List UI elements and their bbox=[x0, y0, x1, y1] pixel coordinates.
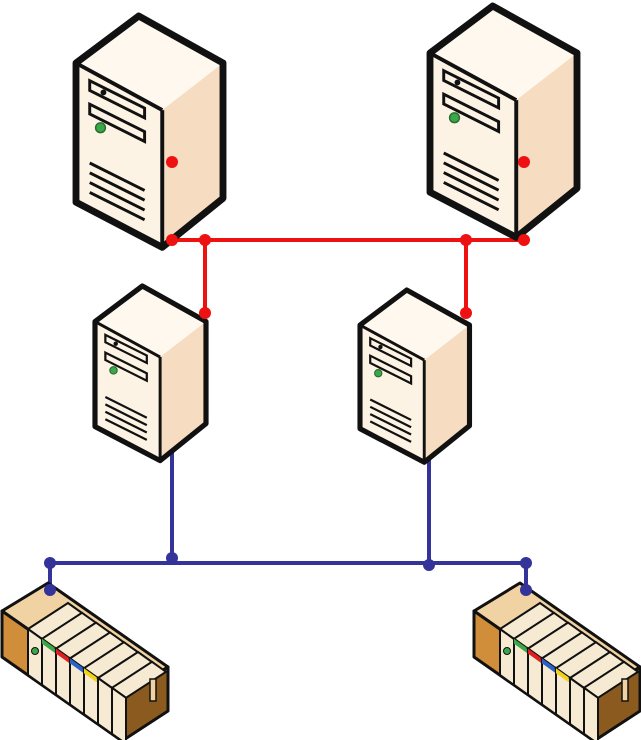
connection-dot bbox=[460, 307, 472, 319]
plc-module-status-stripe bbox=[542, 658, 556, 674]
plc-module-status-stripe bbox=[556, 668, 570, 684]
server-top-left bbox=[76, 16, 223, 247]
server-mid-left bbox=[95, 286, 206, 461]
connection-dot bbox=[166, 552, 178, 564]
connection-dot bbox=[44, 584, 56, 596]
plc-bottom-right bbox=[472, 581, 641, 740]
connection-dot bbox=[166, 156, 178, 168]
connection-dot bbox=[518, 234, 530, 246]
plc-led bbox=[31, 647, 39, 655]
connection-dot bbox=[44, 557, 56, 569]
connection-dot bbox=[199, 234, 211, 246]
plc-module bbox=[27, 627, 43, 687]
plc-module-status-stripe bbox=[84, 668, 98, 684]
connection-dot bbox=[423, 559, 435, 571]
connection-dot bbox=[520, 557, 532, 569]
connection-dot bbox=[520, 584, 532, 596]
plc-connector bbox=[149, 678, 157, 702]
plc-module-status-stripe bbox=[514, 638, 528, 654]
plc-connector bbox=[621, 678, 629, 702]
connection-dot bbox=[518, 156, 530, 168]
connection-dot bbox=[166, 234, 178, 246]
plc-bottom-left bbox=[0, 581, 170, 740]
plc-module bbox=[111, 685, 127, 740]
plc-module bbox=[569, 676, 585, 736]
plc-module-status-stripe bbox=[528, 648, 542, 664]
plc-module-status-stripe bbox=[70, 658, 84, 674]
plc-module-status-stripe bbox=[42, 638, 56, 654]
plc-module bbox=[97, 676, 113, 736]
lower-network bbox=[48, 430, 528, 590]
plc-led bbox=[503, 647, 511, 655]
connection-dot bbox=[460, 234, 472, 246]
connection-dot bbox=[199, 307, 211, 319]
upper-network-dots bbox=[166, 156, 530, 319]
lower-network-dots bbox=[44, 552, 532, 596]
server-mid-right bbox=[360, 290, 470, 462]
plc-module-status-stripe bbox=[56, 648, 70, 664]
plc-module bbox=[583, 685, 599, 740]
server-top-right bbox=[430, 6, 577, 237]
plc-module bbox=[499, 627, 515, 687]
